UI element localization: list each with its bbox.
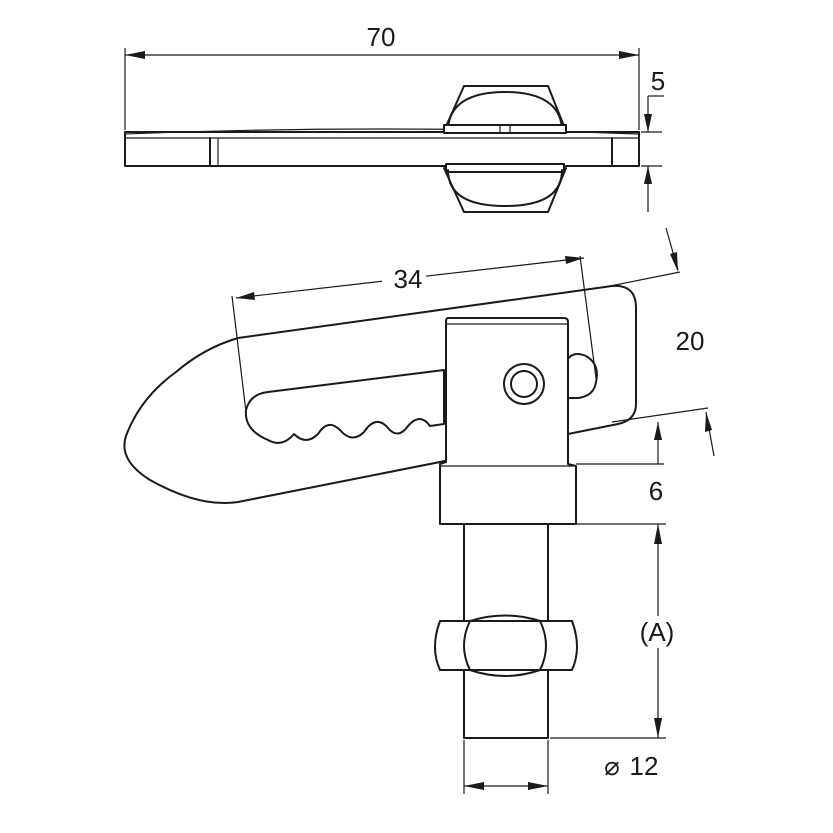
top-nut-band-lower <box>445 163 565 173</box>
top-nut-band <box>443 124 567 134</box>
shaft-nut-chamfer-bottom <box>469 669 541 677</box>
top-view <box>124 85 640 213</box>
latch-slot-end <box>565 353 598 399</box>
top-plate-bevel <box>124 128 640 135</box>
dim-body-offset <box>576 422 664 465</box>
shaft-nut-face-1 <box>463 620 471 671</box>
label-overall-length: 70 <box>367 22 396 52</box>
label-plate-width: 20 <box>676 326 705 356</box>
pivot-pin-outer <box>503 363 545 405</box>
shaft-nut-face-2 <box>539 620 547 671</box>
dim-overall-length <box>124 48 640 130</box>
body-block <box>439 317 577 525</box>
shaft-nut-chamfer-top <box>469 614 541 622</box>
dim-plate-width <box>609 227 715 457</box>
shaft-nut <box>434 620 578 671</box>
front-view <box>123 284 637 739</box>
dim-diameter <box>463 740 549 794</box>
label-slot-length-bg <box>382 264 426 290</box>
top-hex-upper-arc <box>447 91 563 132</box>
top-plate <box>124 131 640 167</box>
label-plate-thickness: 5 <box>651 66 665 96</box>
dim-plate-thickness <box>641 95 664 212</box>
top-hex-upper <box>443 85 567 132</box>
label-body-offset: 6 <box>649 476 663 506</box>
label-diameter-value: 12 <box>630 751 659 781</box>
label-diameter-symbol: ⌀ <box>604 751 620 781</box>
label-thread-length-bg <box>632 616 682 648</box>
label-thread-length: (A) <box>640 617 675 647</box>
label-slot-length: 34 <box>394 264 423 294</box>
top-hex-lower-arc <box>447 169 563 207</box>
pivot-pin-inner <box>510 370 538 398</box>
latch-slot <box>244 369 445 444</box>
